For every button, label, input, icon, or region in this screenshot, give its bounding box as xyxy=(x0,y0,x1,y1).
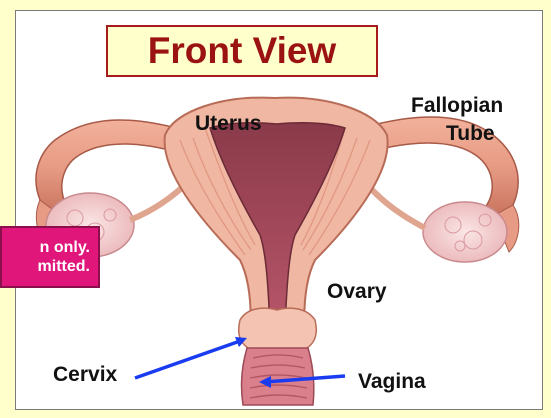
right-ovary xyxy=(423,202,507,262)
label-fallopian-line2: Tube xyxy=(446,122,495,146)
label-fallopian-line1: Fallopian xyxy=(411,94,503,118)
label-uterus: Uterus xyxy=(195,112,262,136)
cervix xyxy=(239,308,317,352)
vagina xyxy=(242,348,314,405)
diagram-title: Front View xyxy=(106,25,378,77)
label-cervix: Cervix xyxy=(53,363,117,387)
label-ovary: Ovary xyxy=(327,280,387,304)
watermark-line1: n only. xyxy=(2,238,90,257)
watermark-notice: n only. mitted. xyxy=(0,226,100,288)
cervix-pointer xyxy=(135,337,247,378)
watermark-line2: mitted. xyxy=(2,257,90,276)
label-vagina: Vagina xyxy=(358,370,426,394)
